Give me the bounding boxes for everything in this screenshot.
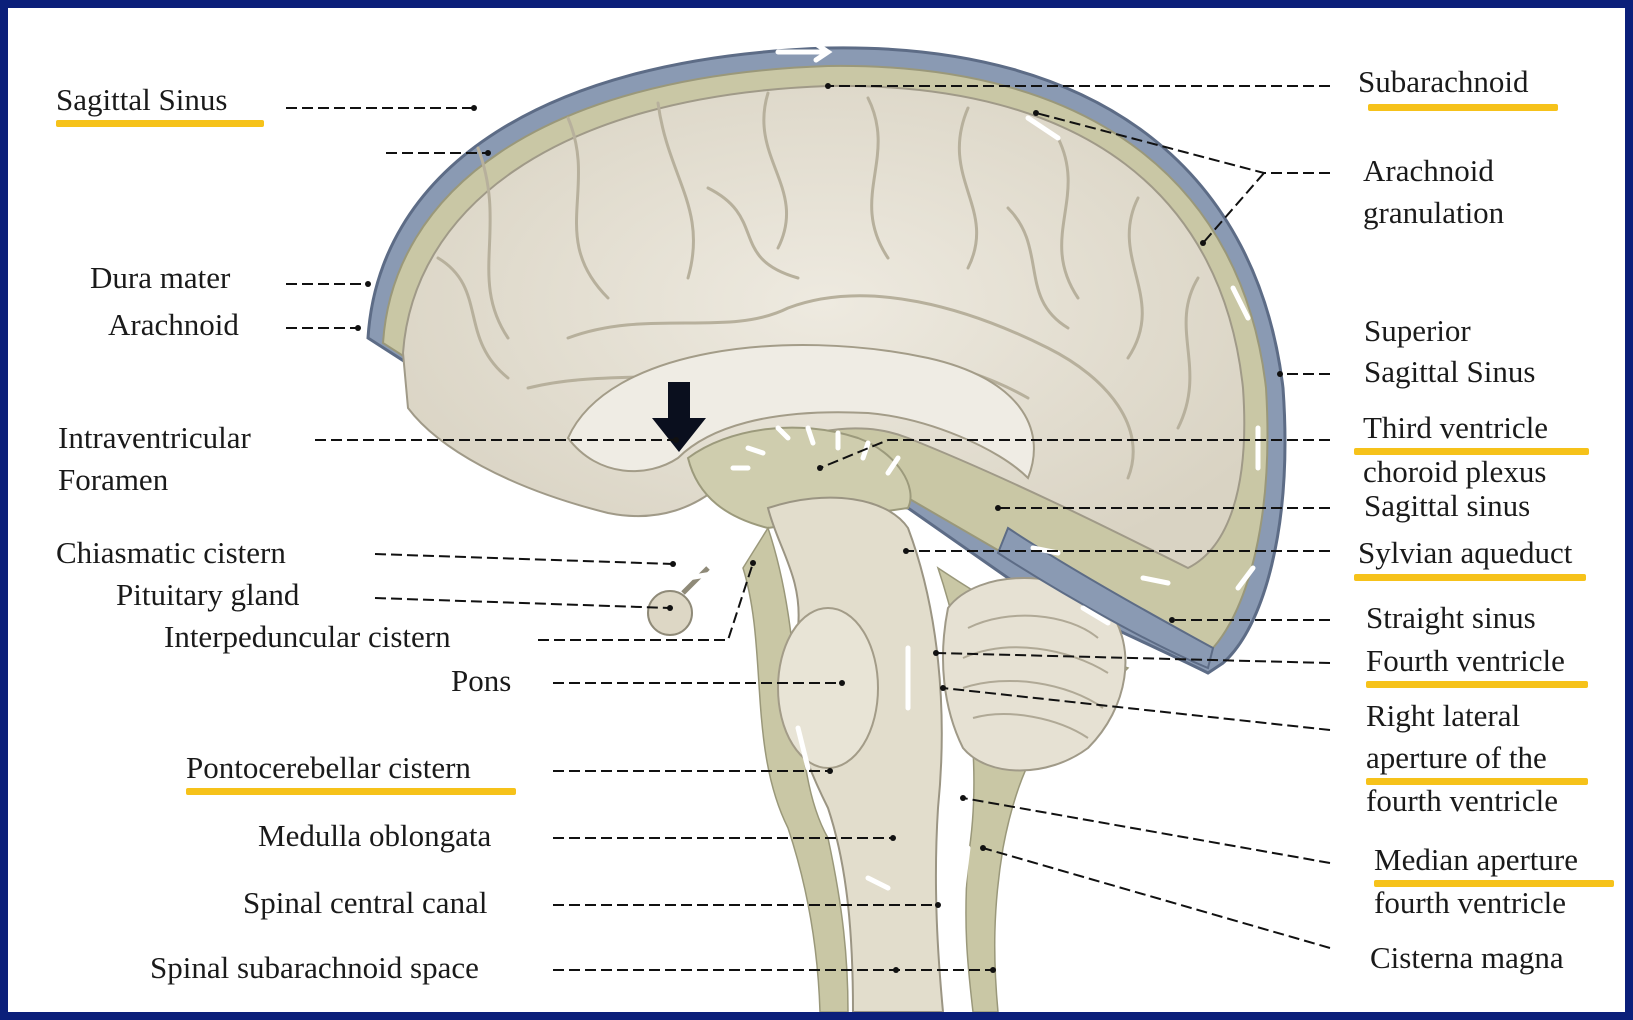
label-sagittal-sinus-superior: Sagittal Sinus	[1364, 354, 1535, 390]
label-sylvian-aqueduct: Sylvian aqueduct	[1358, 535, 1572, 571]
label-right-lateral-3: fourth ventricle	[1366, 783, 1558, 819]
label-pons: Pons	[451, 663, 511, 699]
label-interpeduncular-cistern: Interpeduncular cistern	[164, 619, 451, 655]
highlight-underline	[1368, 104, 1558, 111]
label-sagittal-sinus-right: Sagittal sinus	[1364, 488, 1530, 524]
diagram-frame: Sagittal Sinus Dura mater Arachnoid Intr…	[8, 8, 1625, 1012]
label-chiasmatic-cistern: Chiasmatic cistern	[56, 535, 286, 571]
label-foramen: Foramen	[58, 462, 168, 498]
label-subarachnoid: Subarachnoid	[1358, 64, 1528, 100]
highlight-underline	[1366, 681, 1588, 688]
pons	[778, 608, 878, 768]
label-arachnoid-granulation-2: granulation	[1363, 195, 1504, 231]
label-arachnoid: Arachnoid	[108, 307, 239, 343]
label-pontocerebellar-cistern: Pontocerebellar cistern	[186, 750, 471, 786]
highlight-underline	[186, 788, 516, 795]
label-third-ventricle: Third ventricle	[1363, 410, 1548, 446]
label-cisterna-magna: Cisterna magna	[1370, 940, 1564, 976]
label-arachnoid-granulation-1: Arachnoid	[1363, 153, 1494, 189]
label-choroid-plexus: choroid plexus	[1363, 454, 1546, 490]
pituitary-stalk	[683, 568, 708, 593]
label-median-aperture-2: fourth ventricle	[1374, 885, 1566, 921]
label-spinal-subarachnoid-space: Spinal subarachnoid space	[150, 950, 479, 986]
label-superior: Superior	[1364, 313, 1471, 349]
label-straight-sinus: Straight sinus	[1366, 600, 1536, 636]
highlight-underline	[1354, 574, 1586, 581]
label-spinal-central-canal: Spinal central canal	[243, 885, 487, 921]
label-medulla-oblongata: Medulla oblongata	[258, 818, 491, 854]
label-intraventricular: Intraventricular	[58, 420, 251, 456]
label-sagittal-sinus: Sagittal Sinus	[56, 82, 227, 118]
label-fourth-ventricle: Fourth ventricle	[1366, 643, 1565, 679]
label-median-aperture-1: Median aperture	[1374, 842, 1578, 878]
label-pituitary-gland: Pituitary gland	[116, 577, 299, 613]
highlight-underline	[56, 120, 264, 127]
label-right-lateral-1: Right lateral	[1366, 698, 1520, 734]
pituitary-gland	[648, 591, 692, 635]
label-right-lateral-2: aperture of the	[1366, 740, 1547, 776]
label-dura-mater: Dura mater	[90, 260, 230, 296]
